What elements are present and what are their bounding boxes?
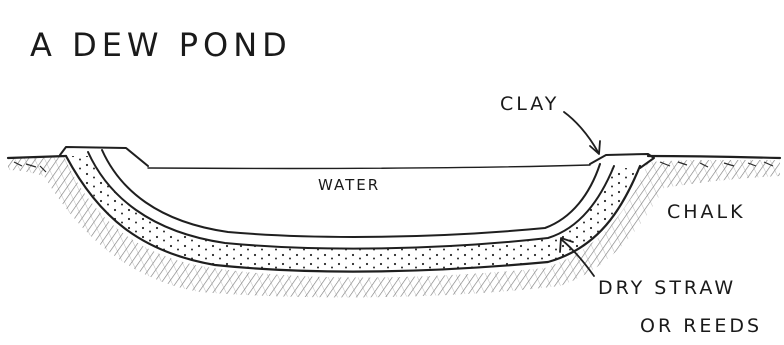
ground-surface-right [648, 156, 780, 158]
chalk-label: CHALK [667, 201, 746, 223]
water-label: WATER [318, 176, 380, 194]
straw-label-line2: OR REEDS [640, 315, 762, 337]
water-surface [148, 165, 590, 169]
clay-label: CLAY [500, 93, 559, 115]
clay-arrow [564, 112, 600, 154]
diagram-title: A DEW POND [30, 26, 292, 64]
straw-label-line1: DRY STRAW [598, 277, 736, 299]
